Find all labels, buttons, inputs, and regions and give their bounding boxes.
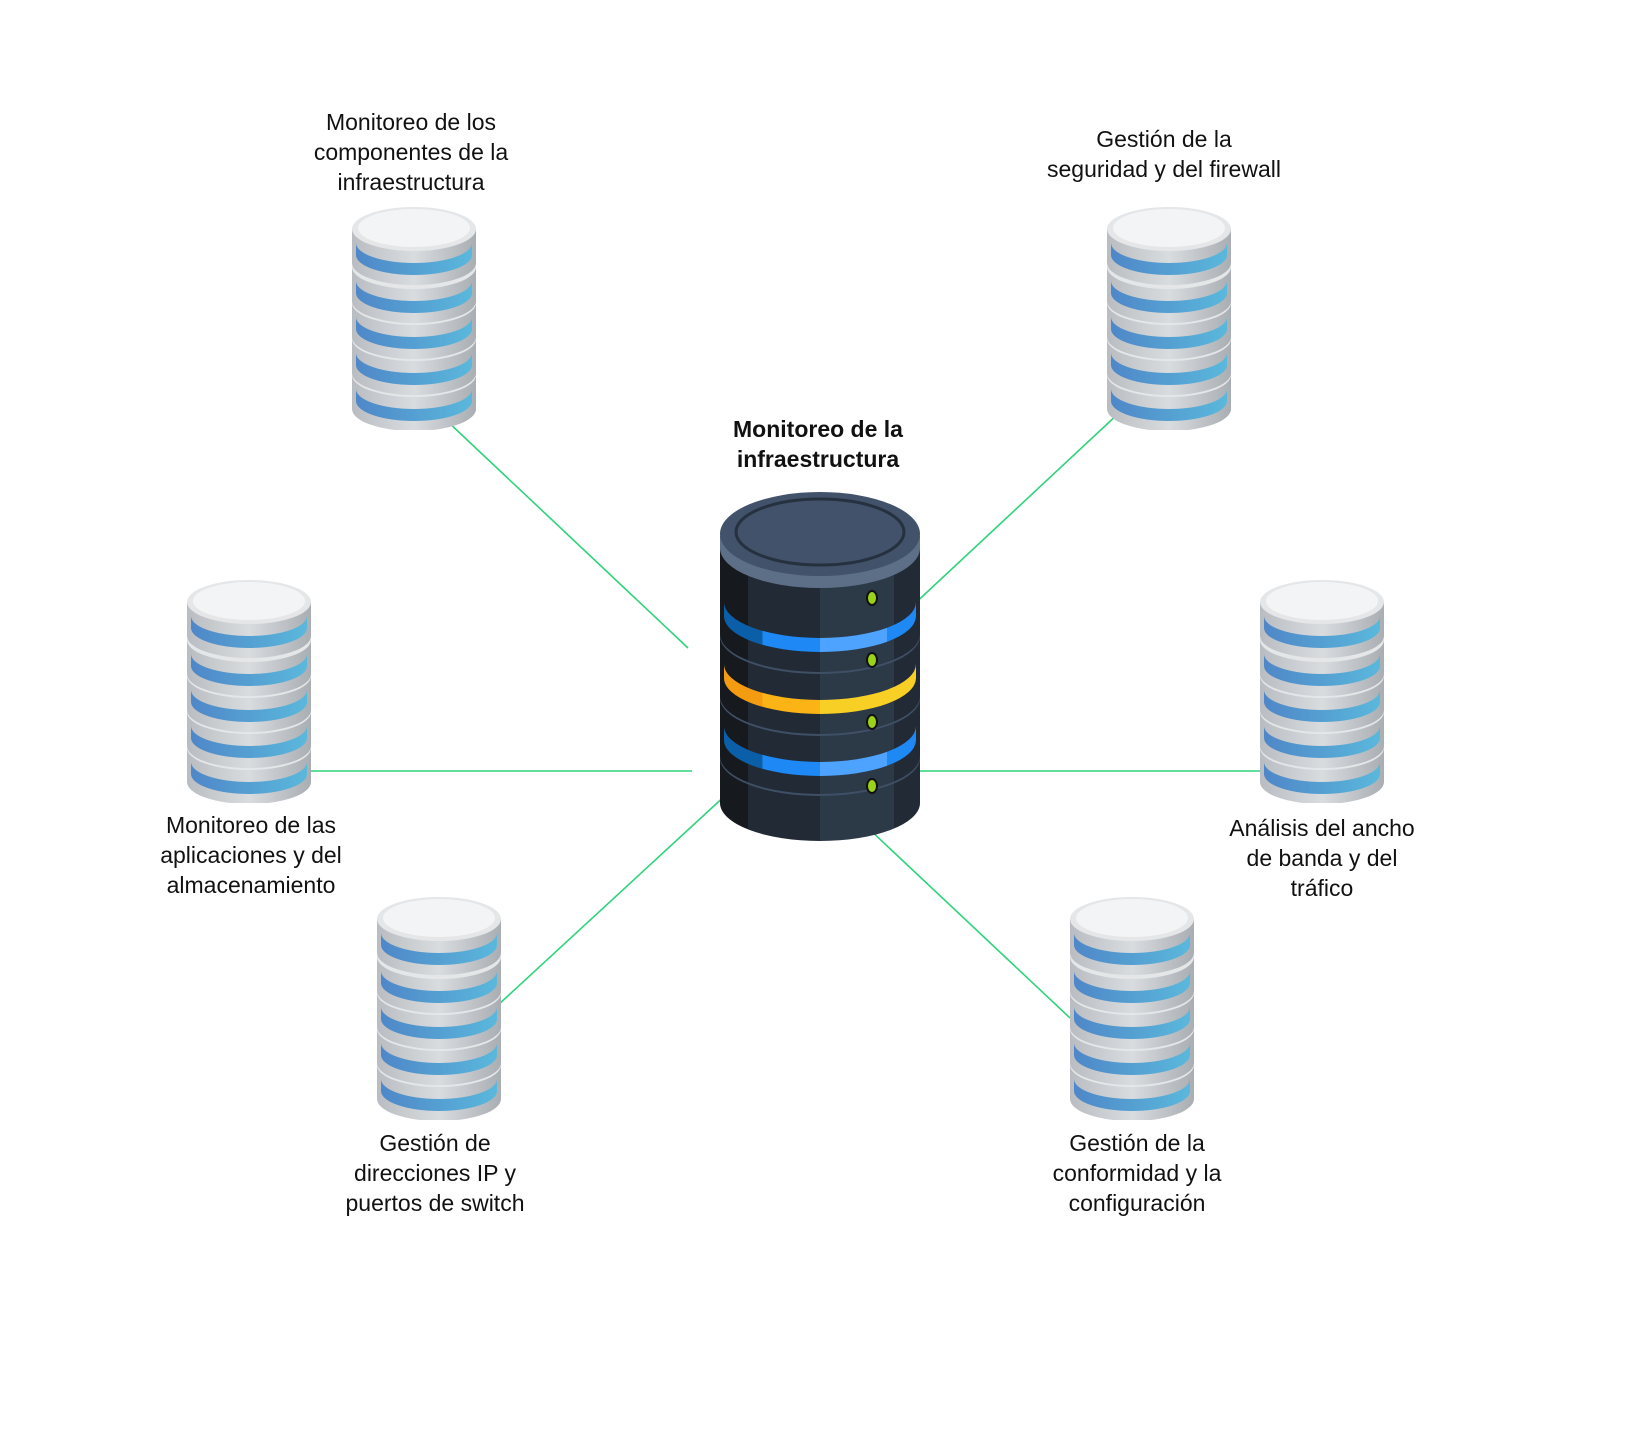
hub-server-icon[interactable] bbox=[720, 488, 920, 848]
label-line: Gestión de bbox=[379, 1130, 491, 1156]
label-line: componentes de la bbox=[313, 139, 509, 165]
edge-hub-to-ip-switch-ports bbox=[497, 792, 729, 1006]
edge-hub-to-infra-components bbox=[445, 419, 689, 649]
node-infra-components-label: Monitoreo de los componentes de la infra… bbox=[251, 107, 571, 197]
label-line: Gestión de la bbox=[1096, 126, 1232, 152]
hub-label-line: Monitoreo de la bbox=[733, 416, 903, 442]
node-bandwidth-traffic-icon[interactable] bbox=[1257, 578, 1387, 803]
node-infra-components-icon[interactable] bbox=[349, 205, 479, 430]
label-line: Monitoreo de los bbox=[325, 109, 497, 135]
label-line: Gestión de la bbox=[1069, 1130, 1205, 1156]
node-security-firewall-label: Gestión de la seguridad y del firewall bbox=[1004, 124, 1324, 184]
label-line: direcciones IP y bbox=[354, 1160, 516, 1186]
label-line: almacenamiento bbox=[166, 872, 336, 898]
label-line: aplicaciones y del bbox=[160, 842, 342, 868]
node-apps-storage-icon[interactable] bbox=[184, 578, 314, 803]
label-line: tráfico bbox=[1290, 875, 1354, 901]
label-line: seguridad y del firewall bbox=[1047, 156, 1281, 182]
node-security-firewall-icon[interactable] bbox=[1104, 205, 1234, 430]
node-ip-switch-ports-label: Gestión de direcciones IP y puertos de s… bbox=[275, 1128, 595, 1218]
edge-hub-to-security-firewall bbox=[879, 411, 1121, 637]
node-ip-switch-ports-icon[interactable] bbox=[374, 895, 504, 1120]
label-line: conformidad y la bbox=[1052, 1160, 1222, 1186]
label-line: Monitoreo de las bbox=[165, 812, 337, 838]
node-compliance-config-label: Gestión de la conformidad y la configura… bbox=[977, 1128, 1297, 1218]
label-line: configuración bbox=[1068, 1190, 1206, 1216]
hub-label: Monitoreo de la infraestructura bbox=[658, 414, 978, 474]
label-line: Análisis del ancho bbox=[1229, 815, 1415, 841]
label-line: puertos de switch bbox=[345, 1190, 525, 1216]
node-compliance-config-icon[interactable] bbox=[1067, 895, 1197, 1120]
label-line: infraestructura bbox=[337, 169, 485, 195]
label-line: de banda y del bbox=[1246, 845, 1398, 871]
hub-label-line: infraestructura bbox=[736, 446, 900, 472]
node-bandwidth-traffic-label: Análisis del ancho de banda y del tráfic… bbox=[1162, 813, 1482, 903]
node-apps-storage-label: Monitoreo de las aplicaciones y del alma… bbox=[91, 810, 411, 900]
